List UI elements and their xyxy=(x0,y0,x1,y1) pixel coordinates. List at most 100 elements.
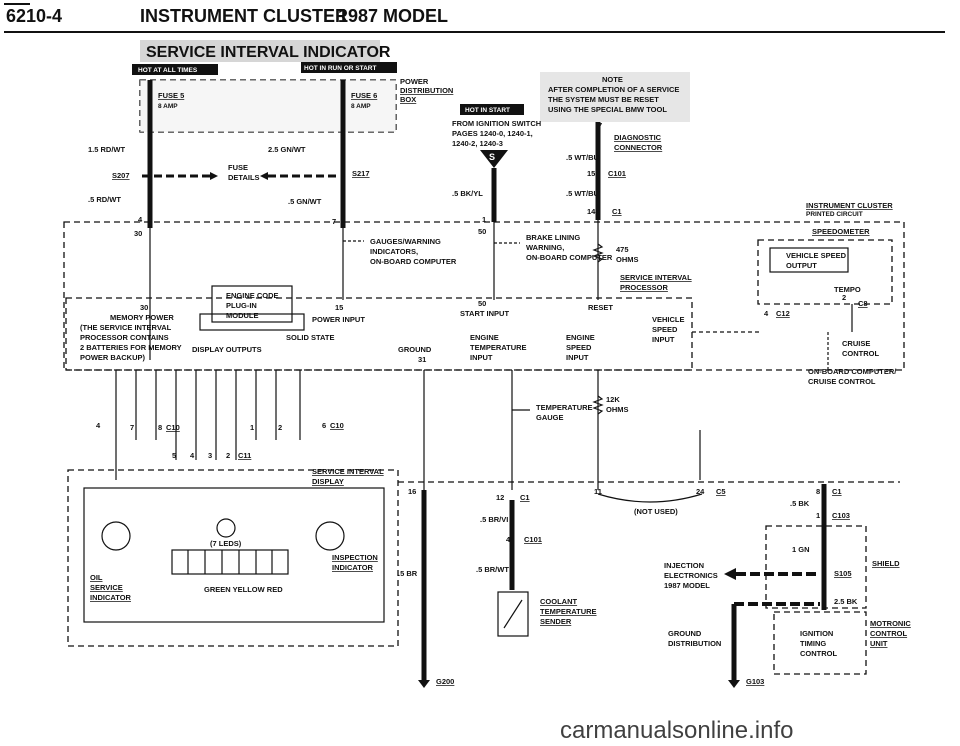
shield-outline xyxy=(765,525,867,609)
power-dist-3: BOX xyxy=(400,95,416,104)
note-line-3: USING THE SPECIAL BMW TOOL xyxy=(548,105,667,114)
ohms-12k-unit: OHMS xyxy=(606,405,629,414)
inj-1: INJECTION xyxy=(664,561,704,570)
pin-1: 1 xyxy=(482,215,486,224)
c10-label-a: C10 xyxy=(166,423,180,432)
display-outputs: DISPLAY OUTPUTS xyxy=(192,345,262,354)
hot-at-all-times-label: HOT AT ALL TIMES xyxy=(138,67,198,74)
memory-5: POWER BACKUP) xyxy=(80,353,146,362)
memory-2: (THE SERVICE INTERVAL xyxy=(80,323,172,332)
gauges-2: INDICATORS, xyxy=(370,247,418,256)
c8-label: C8 xyxy=(858,299,868,308)
display-pin-label: 6 xyxy=(322,421,326,430)
vehicle-speed-output-box xyxy=(769,247,849,273)
wire-11-label: .5 BK xyxy=(790,499,810,508)
display-pin-label: 7 xyxy=(130,423,134,432)
pin-4-c12: 4 xyxy=(764,309,769,318)
display-output-wires xyxy=(115,370,701,490)
motronic-2: CONTROL xyxy=(870,629,907,638)
ground-g103-icon xyxy=(728,680,740,688)
memory-3: PROCESSOR CONTAINS xyxy=(80,333,169,342)
wire-5-label: .5 BK/YL xyxy=(452,189,483,198)
ground-g200-icon xyxy=(418,680,430,688)
pin-4-c101: 4 xyxy=(506,535,511,544)
pin-11: 11 xyxy=(594,487,602,496)
memory-1: MEMORY POWER xyxy=(110,313,174,322)
ohms-475-unit: OHMS xyxy=(616,255,639,264)
c101b-label: C101 xyxy=(524,535,542,544)
model-year: 1987 MODEL xyxy=(338,6,448,26)
pin-2-c8: 2 xyxy=(842,293,846,302)
service-interval-processor-outline xyxy=(65,297,693,371)
pin-12: 12 xyxy=(496,493,504,502)
arrow-right-icon xyxy=(210,172,218,180)
cruise-2: CONTROL xyxy=(842,349,879,358)
service-interval-display-box xyxy=(83,487,385,623)
sid-label-2: DISPLAY xyxy=(312,477,344,486)
display-pin-label: 1 xyxy=(250,423,254,432)
oil-3: INDICATOR xyxy=(90,593,132,602)
power-distribution-box-fill xyxy=(140,80,396,132)
title-band xyxy=(140,40,380,62)
pin-7-diag: 7 xyxy=(598,121,602,130)
speedometer-label: SPEEDOMETER xyxy=(812,227,870,236)
pin-30-inner: 30 xyxy=(140,303,148,312)
unused-wire-loop xyxy=(597,493,703,503)
shield-label: SHIELD xyxy=(872,559,900,568)
ignition-line-2: PAGES 1240-0, 1240-1, xyxy=(452,129,533,138)
ignition-line-1: FROM IGNITION SWITCH xyxy=(452,119,541,128)
display-pin-label: 5 xyxy=(172,451,176,460)
pin-1-c103: 1 xyxy=(816,511,820,520)
pin-8: 8 xyxy=(816,487,820,496)
motronic-1: MOTRONIC xyxy=(870,619,911,628)
hot-in-run-badge xyxy=(301,62,397,73)
vso-1: VEHICLE SPEED xyxy=(786,251,847,260)
c12-label: C12 xyxy=(776,309,790,318)
g200-label: G200 xyxy=(436,677,454,686)
c10-label-b: C10 xyxy=(330,421,344,430)
wire-6-label: .5 WT/BU xyxy=(566,153,599,162)
ground-label: GROUND xyxy=(398,345,432,354)
fuse6-amp: 8 AMP xyxy=(351,103,371,110)
plug-2: PLUG-IN xyxy=(226,301,257,310)
led-bar xyxy=(171,549,289,575)
ohms-12k: 12K xyxy=(606,395,620,404)
engine-temp-2: TEMPERATURE xyxy=(470,343,527,352)
coolant-3: SENDER xyxy=(540,617,572,626)
inj-2: ELECTRONICS xyxy=(664,571,718,580)
power-dist-1: POWER xyxy=(400,77,429,86)
sip-label-1: SERVICE INTERVAL xyxy=(620,273,692,282)
display-pin-label: 3 xyxy=(208,451,212,460)
vehicle-speed-3: INPUT xyxy=(652,335,675,344)
engine-temp-3: INPUT xyxy=(470,353,493,362)
engine-speed-3: INPUT xyxy=(566,353,589,362)
arrow-left-icon xyxy=(260,172,268,180)
engine-speed-1: ENGINE xyxy=(566,333,595,342)
pin-15: 15 xyxy=(587,169,595,178)
inj-3: 1987 MODEL xyxy=(664,581,710,590)
svg-text:S: S xyxy=(489,152,495,162)
ign-1: IGNITION xyxy=(800,629,833,638)
engine-speed-2: SPEED xyxy=(566,343,592,352)
obc-1: ON-BOARD COMPUTER/ xyxy=(808,367,897,376)
hot-in-start-badge xyxy=(460,104,524,115)
c11-label: C11 xyxy=(238,451,251,460)
pin-50: 50 xyxy=(478,227,486,236)
ign-2: TIMING xyxy=(800,639,826,648)
pin-14: 14 xyxy=(587,207,596,216)
diagnostic-label-1: DIAGNOSTIC xyxy=(614,133,662,142)
vehicle-speed-2: SPEED xyxy=(652,325,678,334)
arrow-left-icon-2 xyxy=(724,568,736,580)
start-input: START INPUT xyxy=(460,309,509,318)
fuse5-amp: 8 AMP xyxy=(158,103,178,110)
motronic-3: UNIT xyxy=(870,639,888,648)
splice-s217: S217 xyxy=(352,169,370,178)
memory-4: 2 BATTERIES FOR MEMORY xyxy=(80,343,182,352)
pin-15-inner: 15 xyxy=(335,303,343,312)
wire-13-label: 2.5 BK xyxy=(834,597,858,606)
inspection-2: INDICATOR xyxy=(332,563,374,572)
vso-2: OUTPUT xyxy=(786,261,817,270)
c5-label: C5 xyxy=(716,487,726,496)
page-title: INSTRUMENT CLUSTER xyxy=(140,6,348,26)
